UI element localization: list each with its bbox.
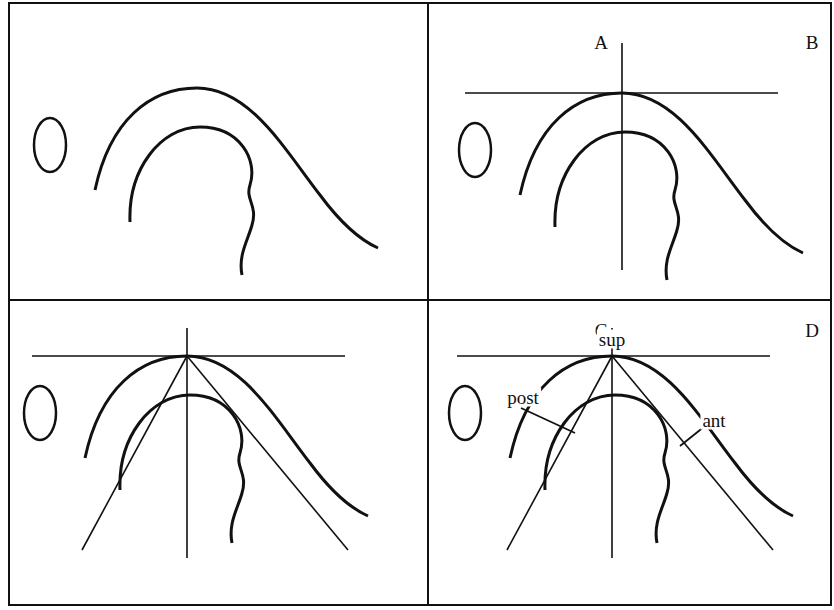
panel-letter: A	[592, 33, 610, 52]
panel-a	[34, 88, 378, 275]
panel-letter: D	[803, 321, 821, 340]
region-label: post	[505, 388, 541, 407]
panel-d	[449, 328, 793, 558]
region-label: ant	[700, 411, 727, 430]
frame	[9, 3, 831, 605]
panel-c	[24, 328, 368, 558]
region-label: sup	[597, 330, 627, 349]
panel-letter: B	[804, 33, 821, 52]
panel-b	[459, 43, 803, 280]
